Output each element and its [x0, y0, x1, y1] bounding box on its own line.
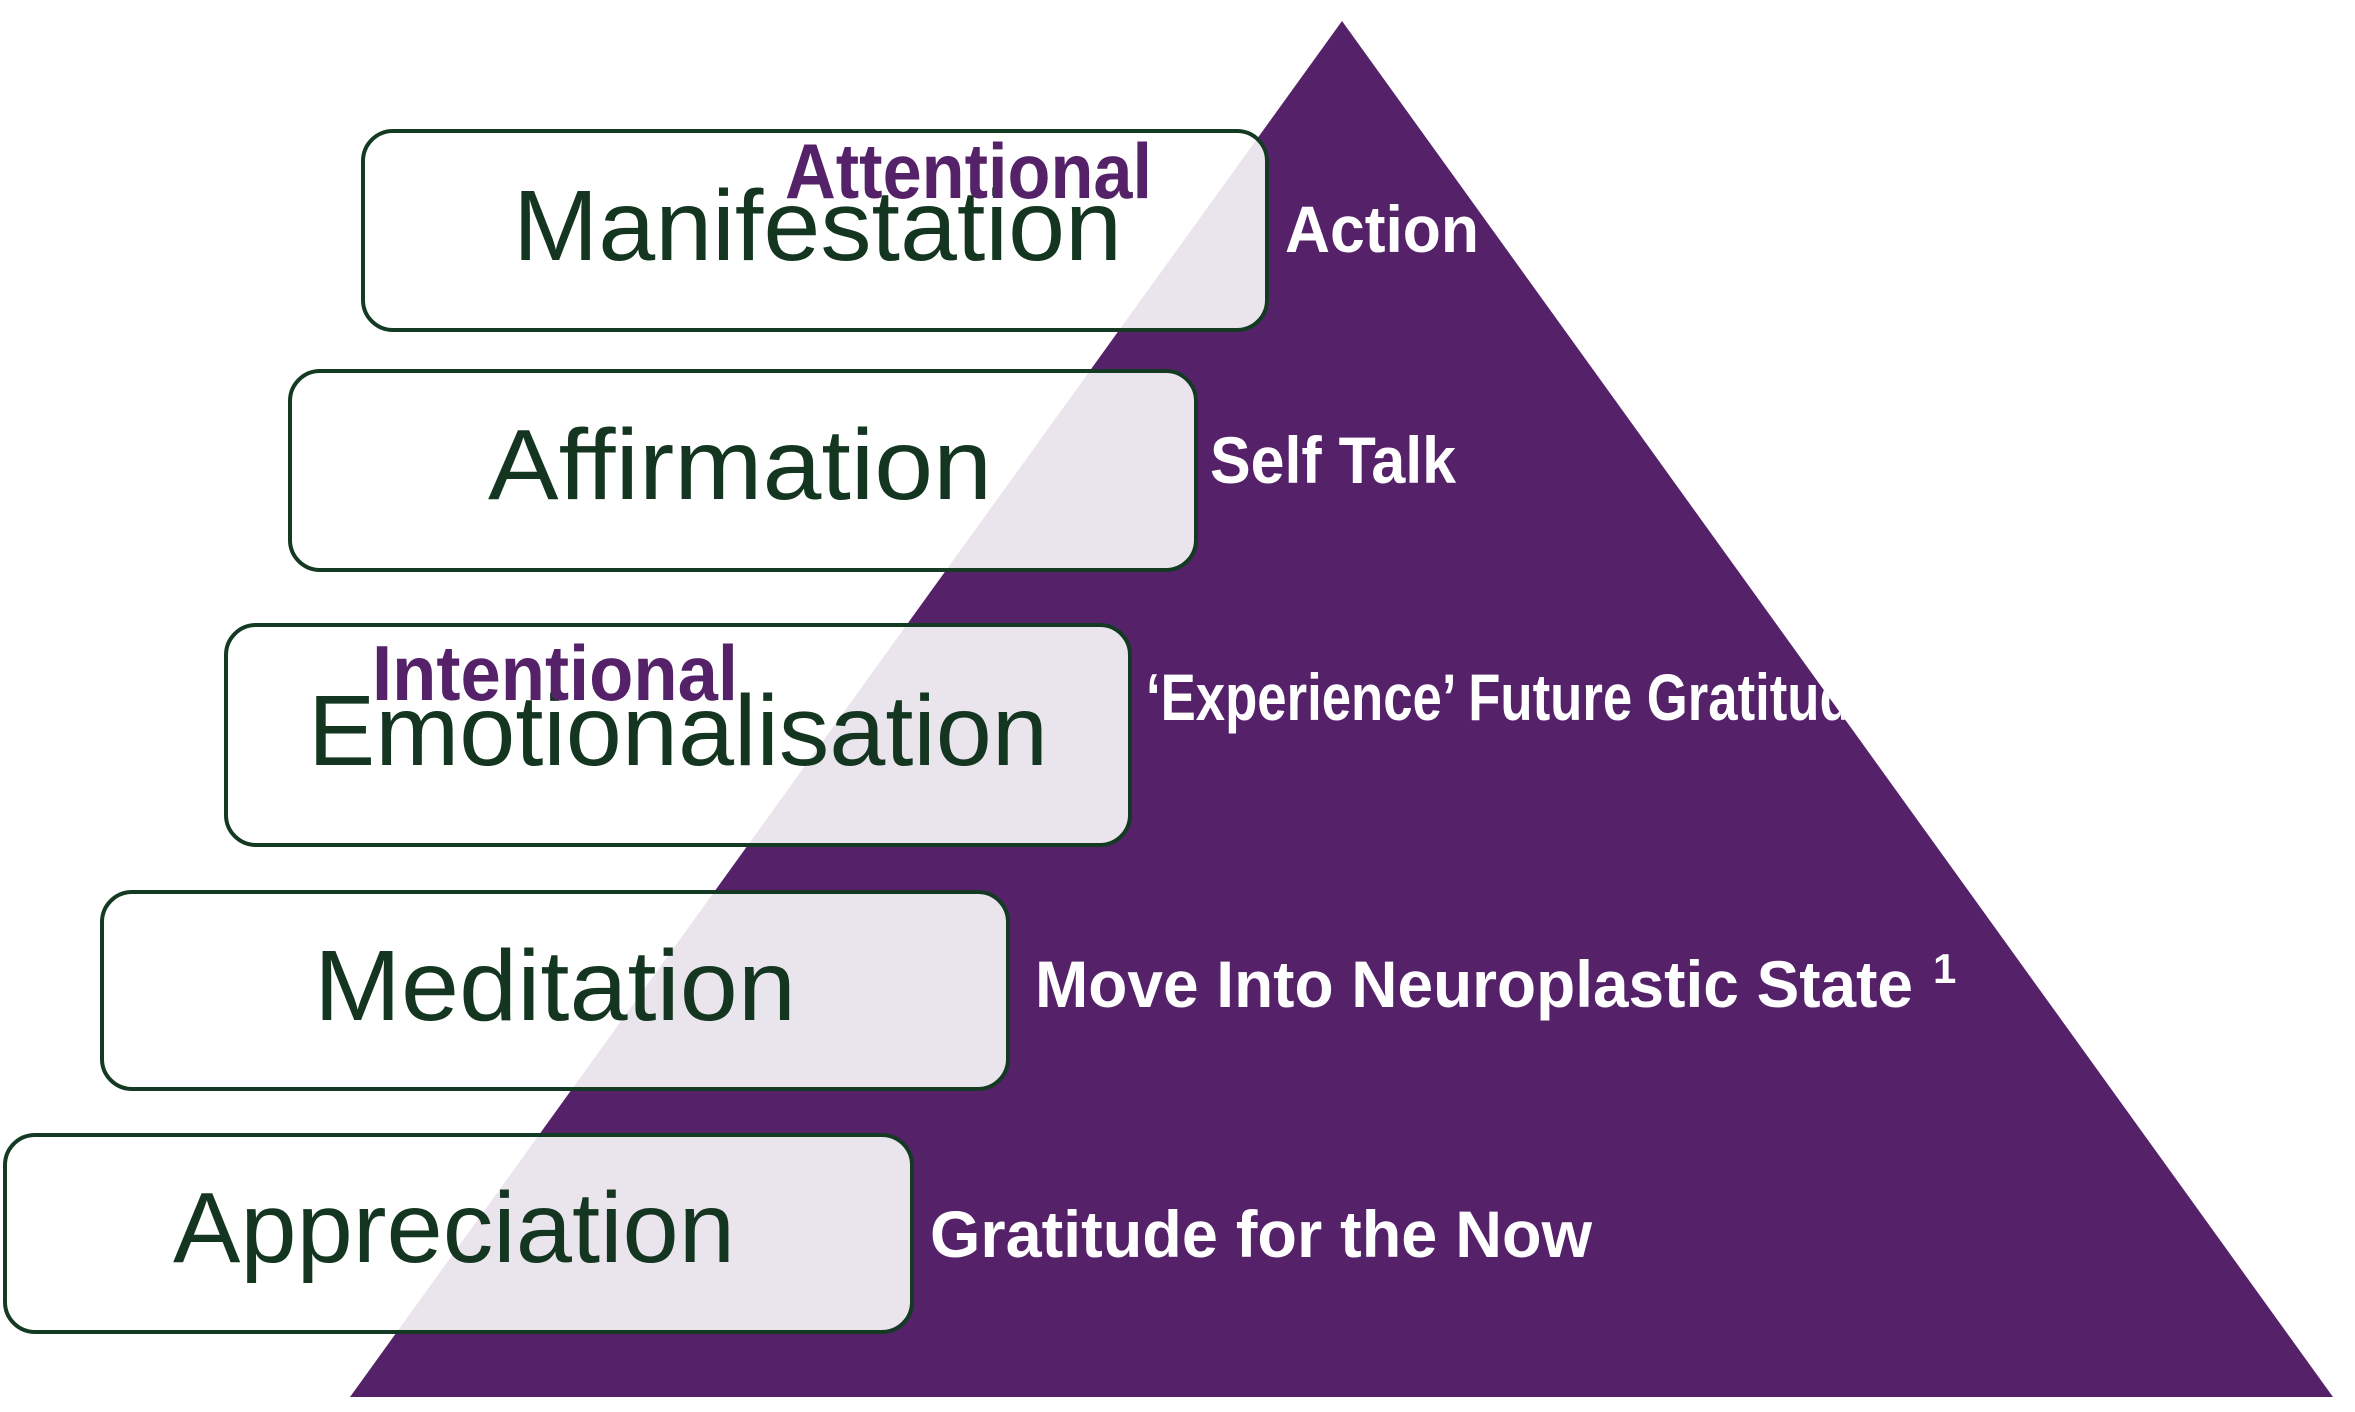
step-description: Self Talk: [1210, 423, 1456, 497]
attentional-label: Attentional: [785, 127, 1152, 215]
step-emotionalisation: Emotionalisation Intentional ‘Experience…: [224, 623, 1881, 847]
step-description: Move Into Neuroplastic State: [1035, 947, 1913, 1021]
footnote-superscript: 1: [1933, 945, 1956, 992]
intentional-label: Intentional: [372, 629, 738, 717]
step-description: Gratitude for the Now: [930, 1197, 1593, 1271]
step-description: Action: [1285, 192, 1479, 266]
step-label: Emotionalisation: [308, 675, 1048, 787]
step-box: [224, 623, 1132, 847]
step-box: [288, 369, 1198, 572]
step-appreciation: Appreciation Gratitude for the Now: [3, 1133, 1593, 1334]
step-box: [361, 129, 1269, 332]
step-box: [100, 890, 1010, 1091]
step-box: [3, 1133, 914, 1334]
step-label: Meditation: [314, 930, 796, 1042]
step-manifestation: Manifestation Attentional Action: [361, 127, 1479, 332]
step-affirmation: Affirmation Self Talk: [288, 369, 1456, 572]
step-label: Manifestation: [513, 170, 1122, 282]
step-label: Affirmation: [488, 409, 992, 521]
step-description: ‘Experience’ Future Gratitude: [1146, 660, 1881, 734]
step-meditation: Meditation Move Into Neuroplastic State …: [100, 890, 1956, 1091]
step-label: Appreciation: [173, 1172, 735, 1284]
